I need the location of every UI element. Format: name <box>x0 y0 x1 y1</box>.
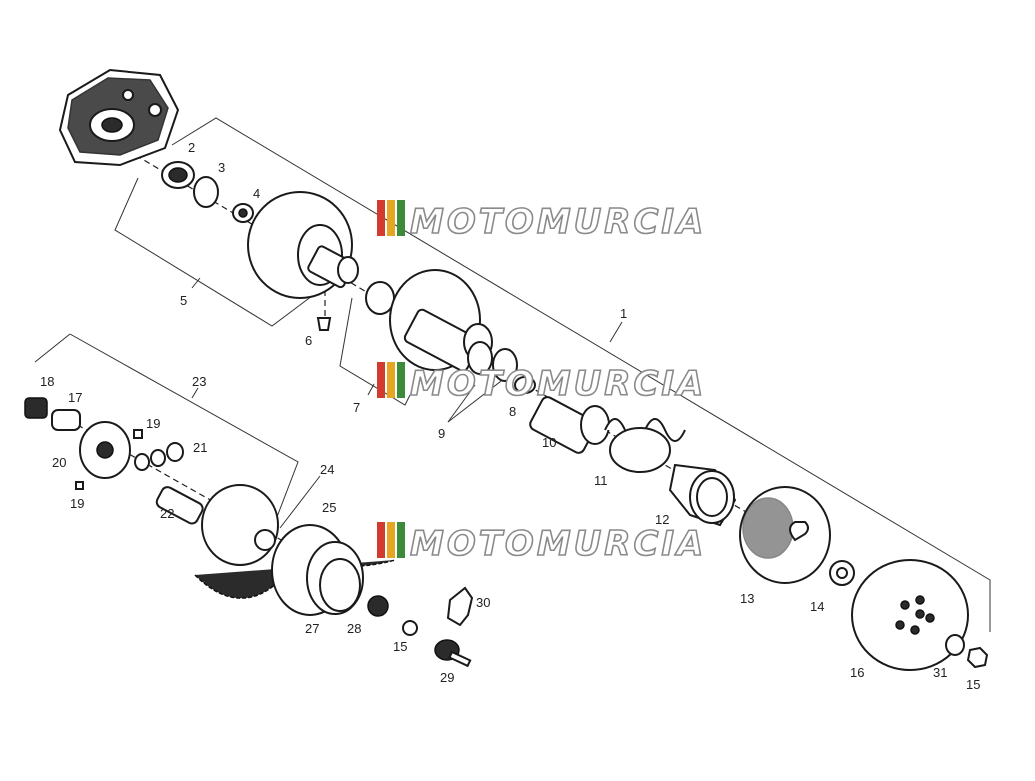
callout-6: 6 <box>305 333 312 348</box>
part-clutch-13 <box>739 486 831 584</box>
callout-15-lower: 15 <box>393 639 407 654</box>
callout-17: 17 <box>68 390 82 405</box>
part-clip-30 <box>446 586 474 627</box>
watermark-stripe <box>377 200 385 236</box>
callout-3: 3 <box>218 160 225 175</box>
watermark-text: MOTOMURCIA <box>410 364 706 404</box>
callout-9: 9 <box>438 426 445 441</box>
part-circlip-3 <box>193 176 219 208</box>
callout-25: 25 <box>322 500 336 515</box>
watermark-stripe <box>397 362 405 398</box>
callout-12: 12 <box>655 512 669 527</box>
part-washer-31 <box>945 634 965 656</box>
callout-2: 2 <box>188 140 195 155</box>
callout-24: 24 <box>320 462 334 477</box>
part-washer-14 <box>829 560 855 586</box>
callout-13: 13 <box>740 591 754 606</box>
watermark-stripe <box>397 522 405 558</box>
watermark-stripe <box>387 522 395 558</box>
part-spring-11 <box>604 418 686 473</box>
part-clutch-bell-16 <box>851 559 969 671</box>
callout-11: 11 <box>594 473 608 488</box>
watermark-stripe <box>387 200 395 236</box>
callout-16: 16 <box>850 665 864 680</box>
watermark-bottom: MOTOMURCIA <box>377 522 706 565</box>
part-crankcase-cover <box>58 68 180 167</box>
bracket-lines <box>34 117 991 632</box>
callout-18: 18 <box>40 374 54 389</box>
callout-28: 28 <box>347 621 361 636</box>
callout-15-right: 15 <box>966 677 980 692</box>
callout-10: 10 <box>542 435 556 450</box>
part-slider-19 <box>75 429 143 490</box>
part-clutch-plate-7 <box>365 269 493 372</box>
part-nut-28 <box>367 595 389 617</box>
callout-1: 1 <box>620 306 627 321</box>
part-fixed-pulley-5 <box>247 191 359 299</box>
watermark-stripe <box>377 522 385 558</box>
watermark-middle: MOTOMURCIA <box>377 362 706 405</box>
part-gear-29 <box>434 639 472 668</box>
part-washer-15b <box>402 620 418 636</box>
callout-19-lower: 19 <box>70 496 84 511</box>
part-bearing-2 <box>161 161 195 189</box>
callout-19-upper: 19 <box>146 416 160 431</box>
part-fan-27 <box>319 558 361 612</box>
part-nut-15 <box>966 646 989 669</box>
part-ramp-plate-20 <box>79 421 131 479</box>
callout-7: 7 <box>353 400 360 415</box>
watermark-text: MOTOMURCIA <box>410 524 706 564</box>
callout-29: 29 <box>440 670 454 685</box>
callout-labels: 1 2 3 4 5 6 7 8 9 10 11 12 13 14 15 15 1… <box>40 140 980 692</box>
watermark-stripe <box>397 200 405 236</box>
callout-22: 22 <box>160 506 174 521</box>
callout-14: 14 <box>810 599 824 614</box>
callout-8: 8 <box>509 404 516 419</box>
watermark-stripe <box>387 362 395 398</box>
callout-5: 5 <box>180 293 187 308</box>
part-sleeve-22 <box>155 486 204 525</box>
callout-23: 23 <box>192 374 206 389</box>
callout-31: 31 <box>933 665 947 680</box>
part-screw-6 <box>316 317 332 331</box>
callout-4: 4 <box>253 186 260 201</box>
part-gear-18 <box>24 397 48 419</box>
part-moving-pulley <box>201 484 279 566</box>
part-pin-8 <box>514 376 536 394</box>
watermark-top: MOTOMURCIA <box>377 200 706 243</box>
callout-20: 20 <box>52 455 66 470</box>
part-bushing-4 <box>232 203 254 223</box>
callout-27: 27 <box>305 621 319 636</box>
callout-21: 21 <box>193 440 207 455</box>
watermark-stripe <box>377 362 385 398</box>
part-orings-9 <box>467 341 518 382</box>
watermark-text: MOTOMURCIA <box>410 202 706 242</box>
part-rollers-21 <box>134 442 184 471</box>
callout-30: 30 <box>476 595 490 610</box>
part-bushing-17 <box>51 409 81 431</box>
part-cover-12 <box>668 463 737 527</box>
